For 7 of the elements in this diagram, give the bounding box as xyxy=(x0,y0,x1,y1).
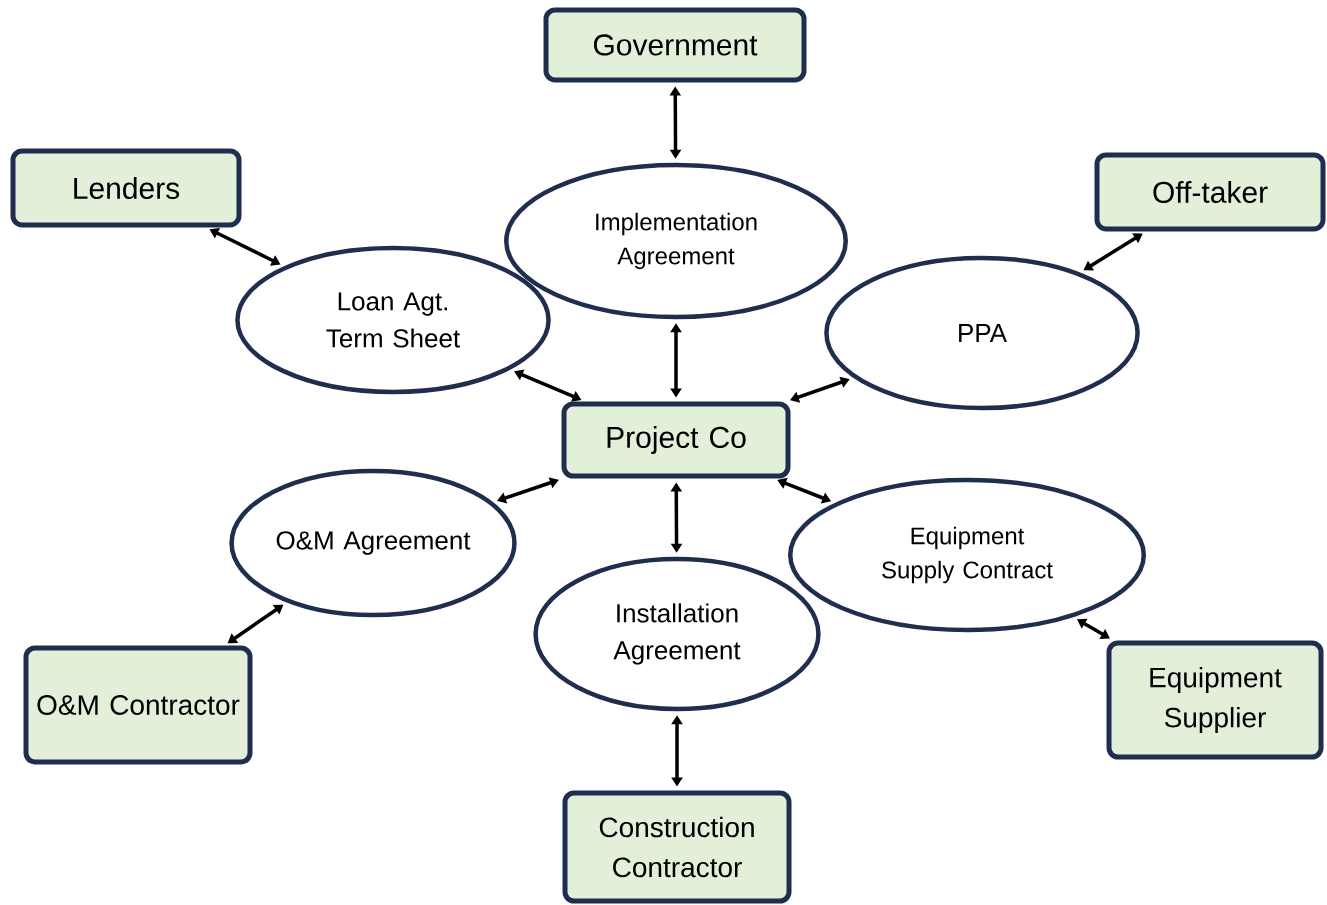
party-box: Government xyxy=(543,7,807,83)
party-box: Lenders xyxy=(10,148,242,228)
party-box: O&M Contractor xyxy=(23,645,253,765)
party-box: Off-taker xyxy=(1094,152,1326,232)
party-box: Construction Contractor xyxy=(562,790,792,904)
party-box: Equipment Supplier xyxy=(1106,640,1324,760)
party-box: Project Co xyxy=(561,401,791,479)
